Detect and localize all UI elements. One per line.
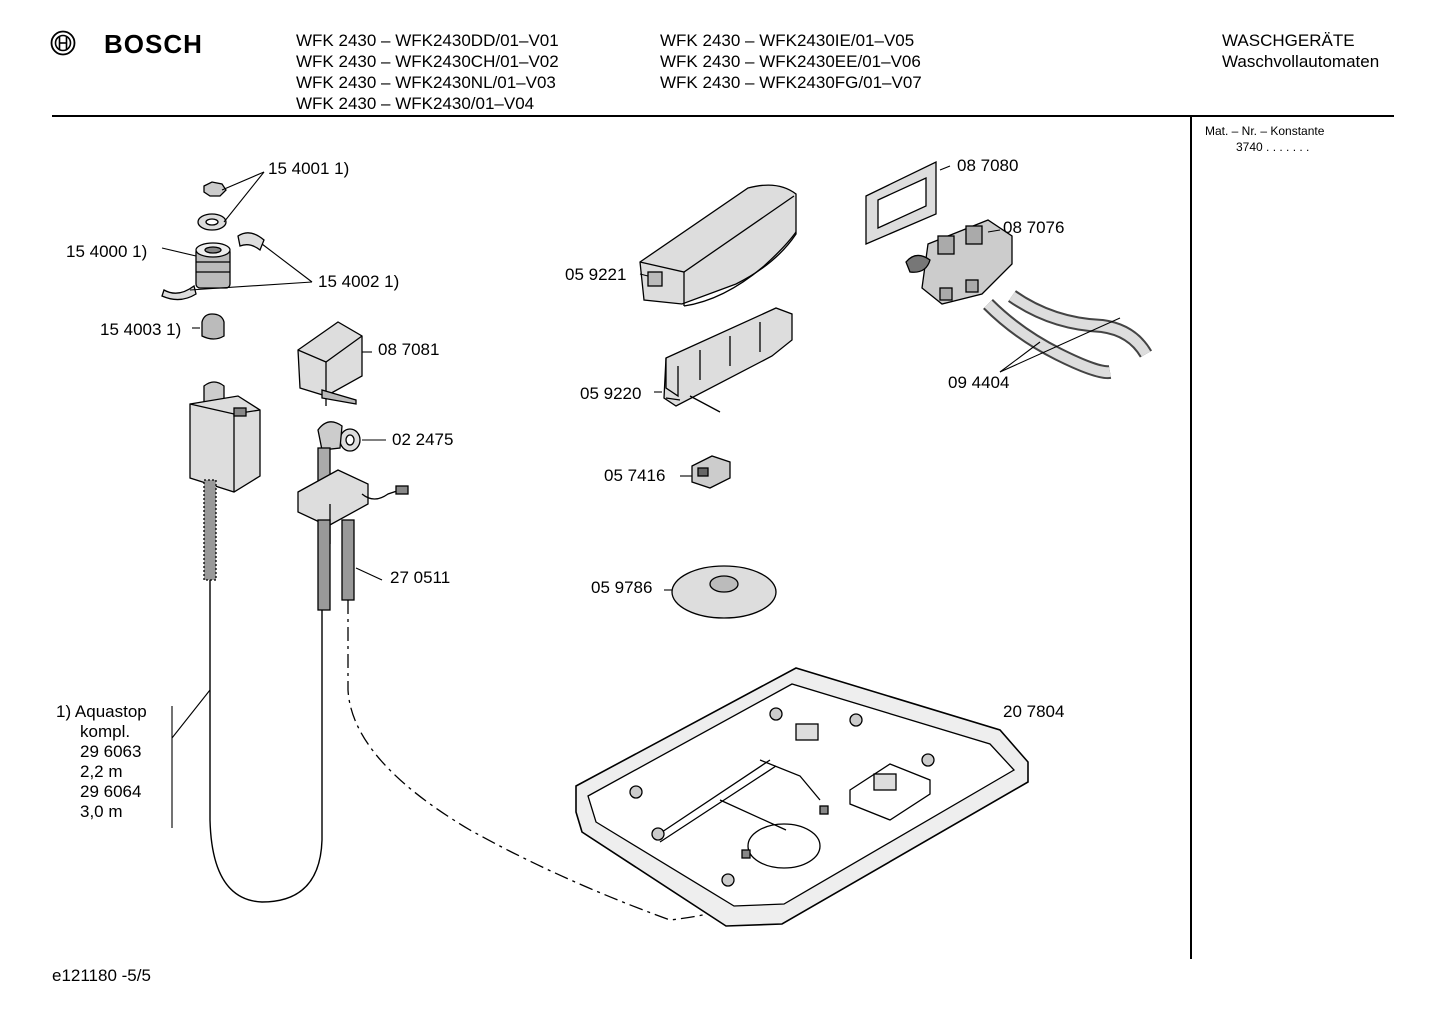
part-label: 15 4000 1): [66, 242, 148, 261]
model-line: WFK 2430 – WFK2430EE/01–V06: [660, 52, 921, 71]
lid-icon: [639, 184, 797, 307]
part-label: 02 2475: [392, 430, 454, 449]
sidebar-title: Mat. – Nr. – Konstante: [1205, 124, 1325, 138]
footnote-line: 1) Aquastop: [56, 702, 147, 721]
part-label: 05 9220: [580, 384, 642, 403]
bosch-logo-icon: [50, 30, 76, 56]
model-list-left: WFK 2430 – WFK2430DD/01–V01 WFK 2430 – W…: [296, 30, 559, 114]
model-line: WFK 2430 – WFK2430CH/01–V02: [296, 52, 559, 71]
sidebar-value: 3740 . . . . . . .: [1236, 140, 1310, 154]
sidebar-divider: [1190, 117, 1192, 959]
drawing-code: e121180 -5/5: [52, 966, 151, 985]
threaded-fitting-icon: [195, 242, 231, 289]
footnote-line: 29 6064: [80, 782, 142, 801]
part-label: 05 9221: [565, 265, 627, 284]
nut-icon: [197, 181, 227, 231]
part-label: 08 7080: [957, 156, 1019, 175]
footnote-line: 3,0 m: [80, 802, 123, 821]
part-label: 05 7416: [604, 466, 666, 485]
part-label: 09 4404: [948, 373, 1010, 392]
part-label: 15 4001 1): [268, 159, 350, 178]
aquastop-box-icon: [189, 381, 261, 493]
part-label: 15 4003 1): [100, 320, 182, 339]
model-line: WFK 2430 – WFK2430NL/01–V03: [296, 73, 556, 92]
footnote-block: 1) Aquastop kompl. 29 6063 2,2 m 29 6064…: [56, 702, 147, 822]
part-label: 20 7804: [1003, 702, 1065, 721]
part-label: 15 4002 1): [318, 272, 400, 291]
category-title: WASCHGERÄTE: [1222, 31, 1355, 50]
model-line: WFK 2430 – WFK2430FG/01–V07: [660, 73, 922, 92]
footnote-line: kompl.: [80, 722, 131, 741]
footnote-line: 29 6063: [80, 742, 142, 761]
model-line: WFK 2430 – WFK2430IE/01–V05: [660, 31, 915, 50]
base-plate-icon: [575, 667, 1029, 927]
header-divider: [52, 115, 1394, 117]
model-list-right: WFK 2430 – WFK2430IE/01–V05 WFK 2430 – W…: [660, 30, 922, 93]
model-line: WFK 2430 – WFK2430DD/01–V01: [296, 31, 559, 50]
part-label: 05 9786: [591, 578, 653, 597]
solenoid-valve-icon: [905, 219, 1013, 305]
category-block: WASCHGERÄTE Waschvollautomaten: [1222, 30, 1379, 72]
part-label: 08 7076: [1003, 218, 1065, 237]
footnote-line: 2,2 m: [80, 762, 123, 781]
category-subtitle: Waschvollautomaten: [1222, 52, 1380, 71]
part-label: 27 0511: [390, 568, 451, 587]
part-label: 08 7081: [378, 340, 440, 359]
model-line: WFK 2430 – WFK2430/01–V04: [296, 94, 535, 113]
brand-name: BOSCH: [104, 29, 203, 59]
